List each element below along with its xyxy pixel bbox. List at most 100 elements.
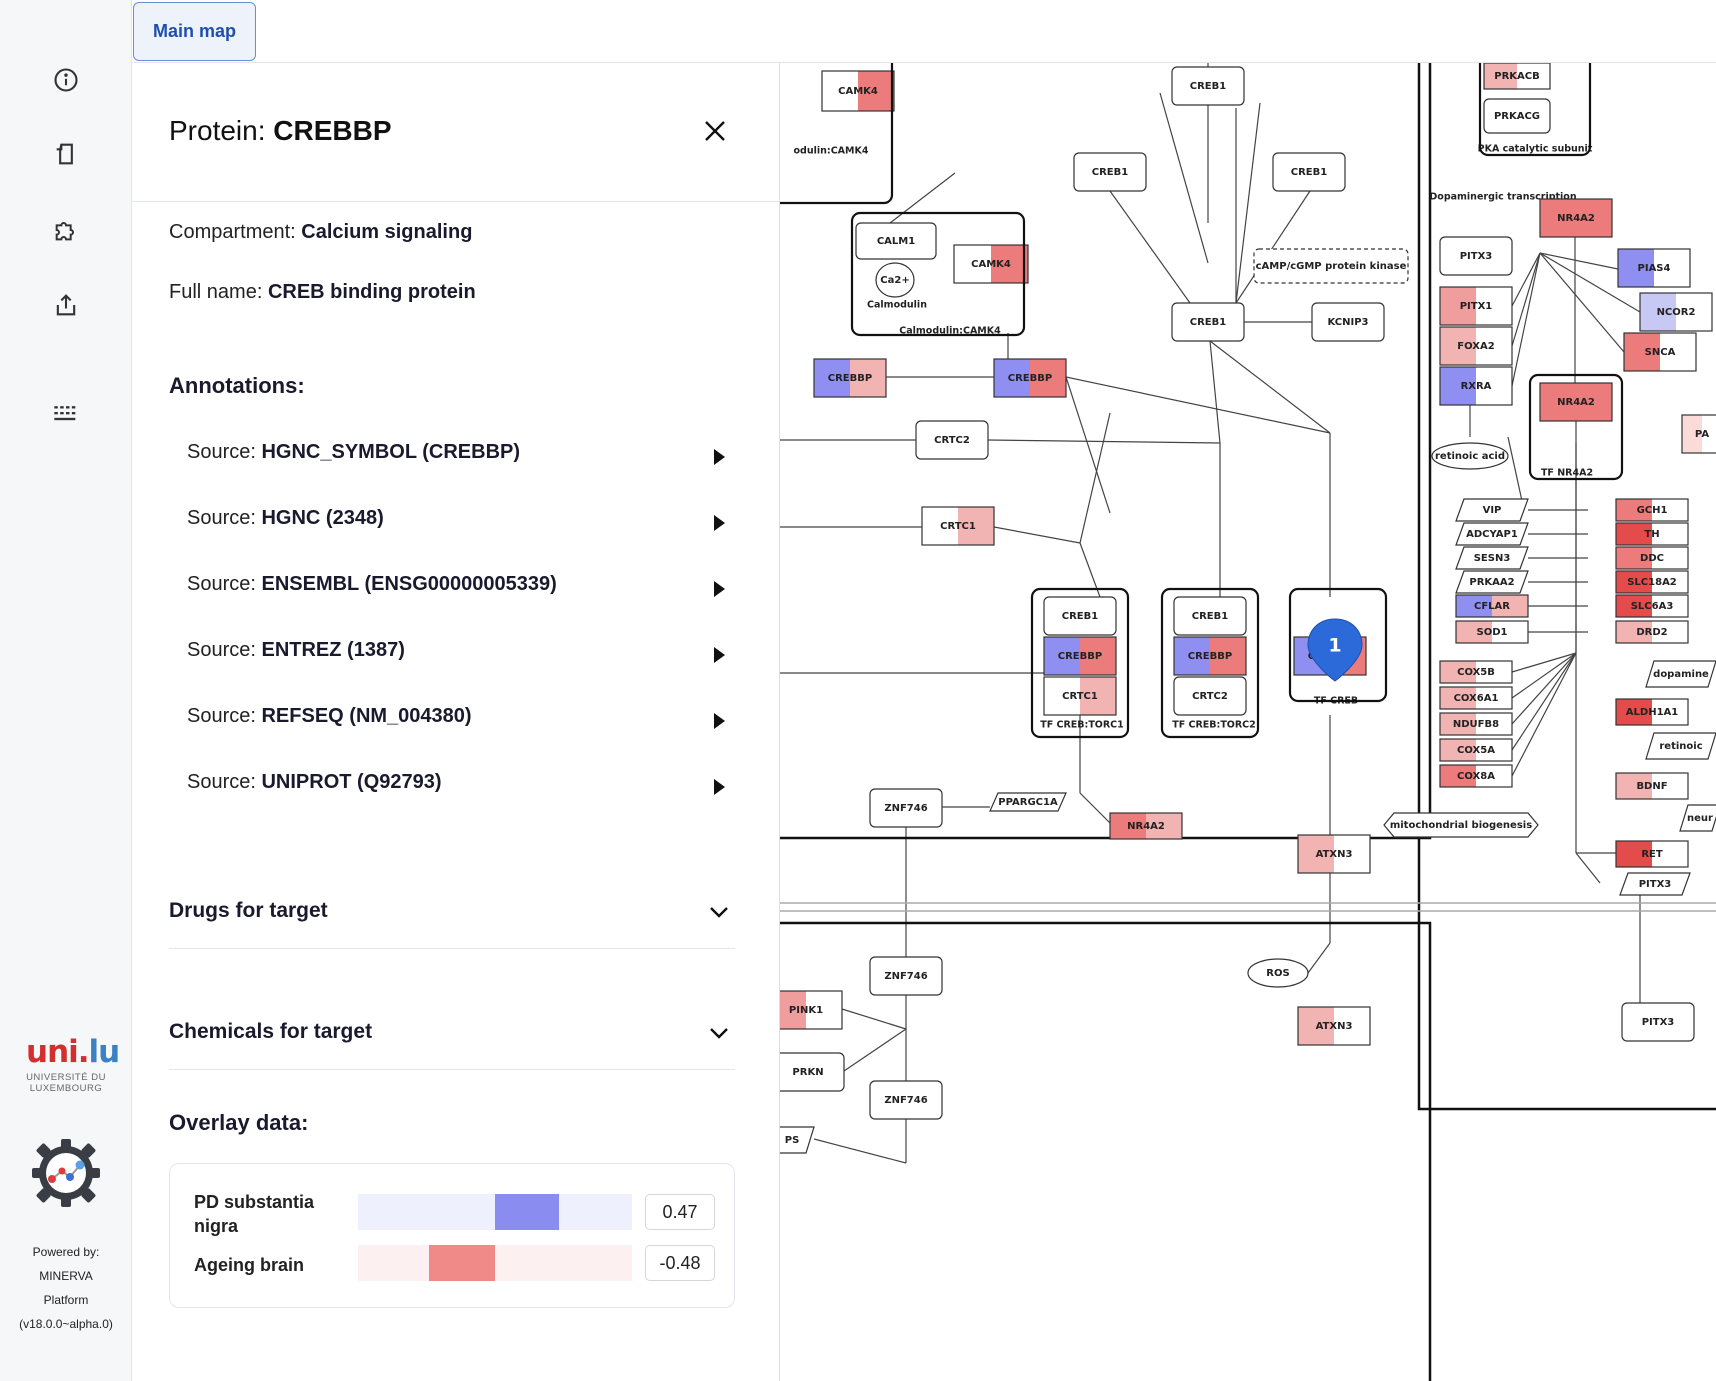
map-node-ca2-[interactable]: Ca2+ — [875, 262, 915, 298]
map-complex[interactable] — [780, 63, 894, 205]
map-node-neur[interactable]: neur — [1679, 804, 1716, 832]
page-icon[interactable] — [46, 134, 86, 174]
map-node-atxn3[interactable]: ATXN3 — [1297, 1006, 1371, 1046]
map-node-cflar[interactable]: CFLAR — [1455, 594, 1529, 618]
map-node-crtc1[interactable]: CRTC1 — [921, 506, 995, 546]
map-node-ps[interactable]: PS — [780, 1126, 815, 1154]
map-node-crebbp[interactable]: CREBBP — [1173, 636, 1247, 676]
map-node-ppargc1a[interactable]: PPARGC1A — [989, 792, 1067, 812]
map-node-camk4[interactable]: CAMK4 — [953, 244, 1029, 284]
map-node-crebbp[interactable]: CREBBP — [813, 358, 887, 398]
map-complex[interactable] — [1528, 373, 1624, 481]
map-node-prkacg[interactable]: PRKACG — [1483, 98, 1551, 134]
source-hgnc-symbol[interactable]: Source: HGNC_SYMBOL (CREBBP) — [169, 433, 735, 477]
map-node-pitx3[interactable]: PITX3 — [1619, 872, 1691, 896]
map-node-crtc2[interactable]: CRTC2 — [915, 420, 989, 460]
map-node-cox5b[interactable]: COX5B — [1439, 660, 1513, 684]
map-node-vip[interactable]: VIP — [1455, 498, 1529, 522]
map-node-crtc1[interactable]: CRTC1 — [1043, 676, 1117, 716]
drugs-for-target-accordion[interactable]: Drugs for target — [169, 877, 735, 949]
source-hgnc[interactable]: Source: HGNC (2348) — [169, 499, 735, 543]
map-node-pitx3[interactable]: PITX3 — [1621, 1002, 1695, 1042]
map-node-creb1[interactable]: CREB1 — [1073, 152, 1147, 192]
map-node-slc6a3[interactable]: SLC6A3 — [1615, 594, 1689, 618]
map-node-sod1[interactable]: SOD1 — [1455, 620, 1529, 644]
map-node-ret[interactable]: RET — [1615, 840, 1689, 868]
source-uniprot[interactable]: Source: UNIPROT (Q92793) — [169, 763, 735, 807]
map-node-camk4[interactable]: CAMK4 — [821, 70, 895, 112]
map-node-odulin-camk4[interactable]: odulin:CAMK4 — [794, 146, 869, 157]
source-refseq[interactable]: Source: REFSEQ (NM_004380) — [169, 697, 735, 741]
map-marker-pin[interactable]: 1 — [1307, 618, 1363, 682]
map-node-prkn[interactable]: PRKN — [780, 1052, 845, 1092]
map-node-ndufb8[interactable]: NDUFB8 — [1439, 712, 1513, 736]
map-node-creb1[interactable]: CREB1 — [1043, 596, 1117, 636]
map-node-ddc[interactable]: DDC — [1615, 546, 1689, 570]
map-node-pink1[interactable]: PINK1 — [780, 990, 843, 1030]
map-node-snca[interactable]: SNCA — [1623, 332, 1697, 372]
map-node-camp-cgmp-protein-kinase[interactable]: cAMP/cGMP protein kinase — [1253, 248, 1409, 284]
map-node-nr4a2[interactable]: NR4A2 — [1539, 198, 1613, 238]
map-node-retinoic-acid[interactable]: retinoic acid — [1431, 442, 1509, 470]
map-node-tf-creb-torc1[interactable]: TF CREB:TORC1 — [1040, 720, 1124, 731]
map-node-pias4[interactable]: PIAS4 — [1617, 248, 1691, 288]
map-node-mitochondrial-biogenesis[interactable]: mitochondrial biogenesis — [1383, 812, 1539, 838]
map-node-znf746[interactable]: ZNF746 — [869, 788, 943, 828]
map-node-prkacb[interactable]: PRKACB — [1483, 63, 1551, 90]
close-button[interactable] — [697, 113, 733, 149]
map-node-nr4a2[interactable]: NR4A2 — [1109, 812, 1183, 840]
map-node-adcyap1[interactable]: ADCYAP1 — [1455, 522, 1529, 546]
map-node-creb1[interactable]: CREB1 — [1171, 302, 1245, 342]
map-node-tf-nr4a2[interactable]: TF NR4A2 — [1541, 468, 1593, 479]
map-node-crebbp[interactable]: CREBBP — [993, 358, 1067, 398]
map-node-ncor2[interactable]: NCOR2 — [1639, 292, 1713, 332]
map-node-rxra[interactable]: RXRA — [1439, 366, 1513, 406]
map-node-kcnip3[interactable]: KCNIP3 — [1311, 302, 1385, 342]
map-node-creb1[interactable]: CREB1 — [1272, 152, 1346, 192]
map-node-pitx1[interactable]: PITX1 — [1439, 286, 1513, 326]
map-node-tf-creb-torc2[interactable]: TF CREB:TORC2 — [1172, 720, 1256, 731]
map-node-bdnf[interactable]: BDNF — [1615, 772, 1689, 800]
map-node-dopamine[interactable]: dopamine — [1645, 660, 1716, 688]
map-node-th[interactable]: TH — [1615, 522, 1689, 546]
map-node-gch1[interactable]: GCH1 — [1615, 498, 1689, 522]
map-node-creb1[interactable]: CREB1 — [1171, 66, 1245, 106]
map-node-aldh1a1[interactable]: ALDH1A1 — [1615, 698, 1689, 726]
legend-grid-icon[interactable] — [46, 392, 86, 432]
map-complex[interactable] — [1288, 587, 1388, 703]
map-node-pka-catalytic-subunit[interactable]: PKA catalytic subunit — [1478, 144, 1593, 155]
map-node-cox6a1[interactable]: COX6A1 — [1439, 686, 1513, 710]
map-node-pitx3[interactable]: PITX3 — [1439, 236, 1513, 276]
plugin-puzzle-icon[interactable] — [46, 210, 86, 250]
map-node-dopaminergic-transcription[interactable]: Dopaminergic transcription — [1429, 192, 1576, 203]
source-ensembl[interactable]: Source: ENSEMBL (ENSG00000005339) — [169, 565, 735, 609]
map-complex[interactable] — [1030, 587, 1130, 739]
export-icon[interactable] — [46, 285, 86, 325]
map-complex[interactable] — [1478, 63, 1592, 157]
map-node-foxa2[interactable]: FOXA2 — [1439, 326, 1513, 366]
source-entrez[interactable]: Source: ENTREZ (1387) — [169, 631, 735, 675]
map-node-cox8a[interactable]: COX8A — [1439, 764, 1513, 788]
map-node-znf746[interactable]: ZNF746 — [869, 956, 943, 996]
map-node-calm1[interactable]: CALM1 — [855, 222, 937, 260]
map-node-crtc2[interactable]: CRTC2 — [1173, 676, 1247, 716]
map-node-crebbp[interactable]: CREBBP — [1043, 636, 1117, 676]
map-complex[interactable] — [850, 211, 1026, 337]
map-node-calmodulin[interactable]: Calmodulin — [867, 300, 927, 311]
map-node-slc18a2[interactable]: SLC18A2 — [1615, 570, 1689, 594]
info-icon[interactable] — [46, 60, 86, 100]
map-node-atxn3[interactable]: ATXN3 — [1297, 834, 1371, 874]
map-node-drd2[interactable]: DRD2 — [1615, 620, 1689, 644]
map-node-creb1[interactable]: CREB1 — [1173, 596, 1247, 636]
map-node-nr4a2[interactable]: NR4A2 — [1539, 382, 1613, 422]
map-node-pa[interactable]: PA — [1681, 414, 1716, 454]
chemicals-for-target-accordion[interactable]: Chemicals for target — [169, 998, 735, 1070]
map-node-znf746[interactable]: ZNF746 — [869, 1080, 943, 1120]
map-node-prkaa2[interactable]: PRKAA2 — [1455, 570, 1529, 594]
map-complex[interactable] — [1160, 587, 1260, 739]
map-node-ros[interactable]: ROS — [1247, 958, 1309, 988]
map-node-retinoic[interactable]: retinoic — [1645, 732, 1716, 760]
tab-main-map[interactable]: Main map — [133, 2, 256, 61]
